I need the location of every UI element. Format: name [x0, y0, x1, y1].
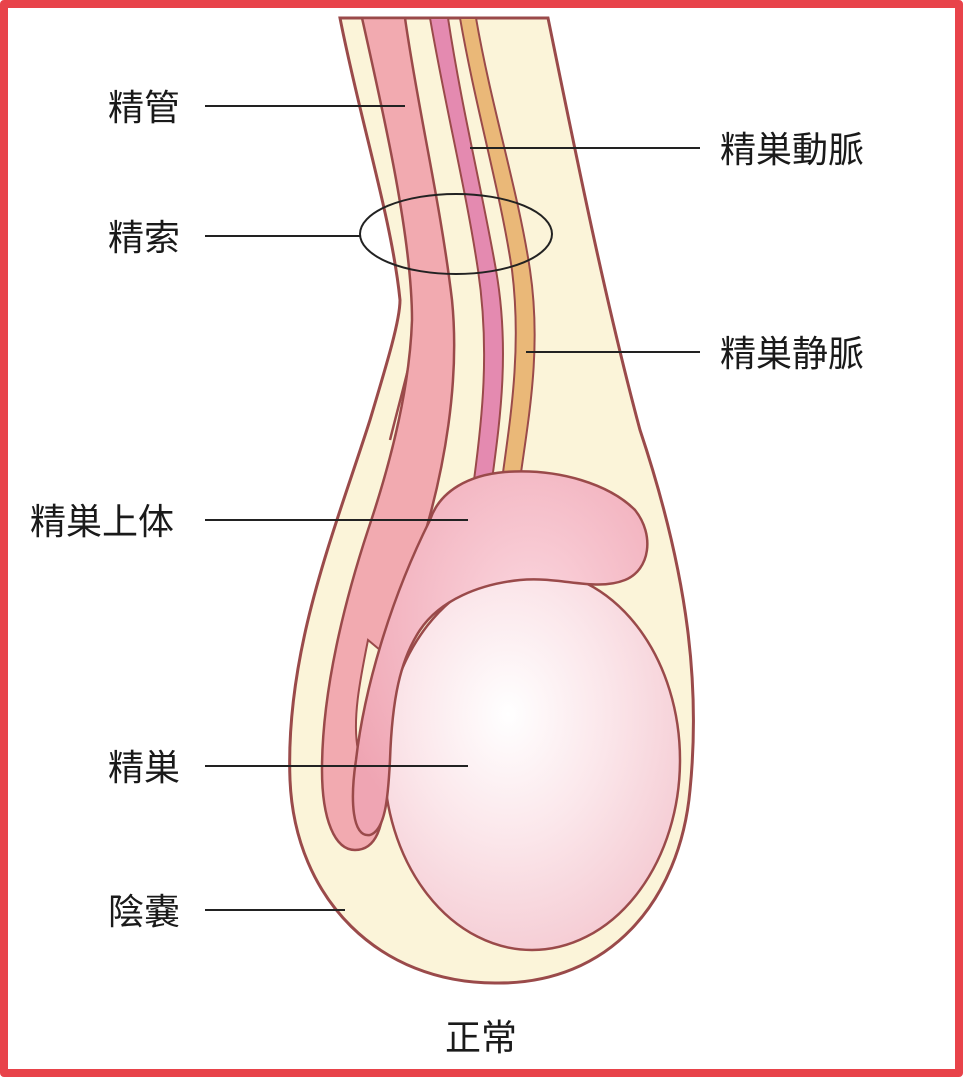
- testis-shape: [382, 568, 682, 952]
- epididymis-shape: [351, 470, 649, 837]
- label-epididymis: 精巣上体: [30, 502, 174, 543]
- label-vas-deferens: 精管: [108, 88, 180, 129]
- label-testicular-artery: 精巣動脈: [720, 130, 864, 171]
- label-spermatic-cord: 精索: [108, 218, 180, 259]
- label-testis: 精巣: [108, 748, 180, 789]
- label-scrotum: 陰嚢: [108, 892, 180, 933]
- label-testicular-vein: 精巣静脈: [720, 334, 864, 375]
- vas-deferens-shape: [320, 18, 456, 852]
- spermatic-cord-ellipse: [359, 193, 553, 275]
- caption: 正常: [445, 1018, 517, 1059]
